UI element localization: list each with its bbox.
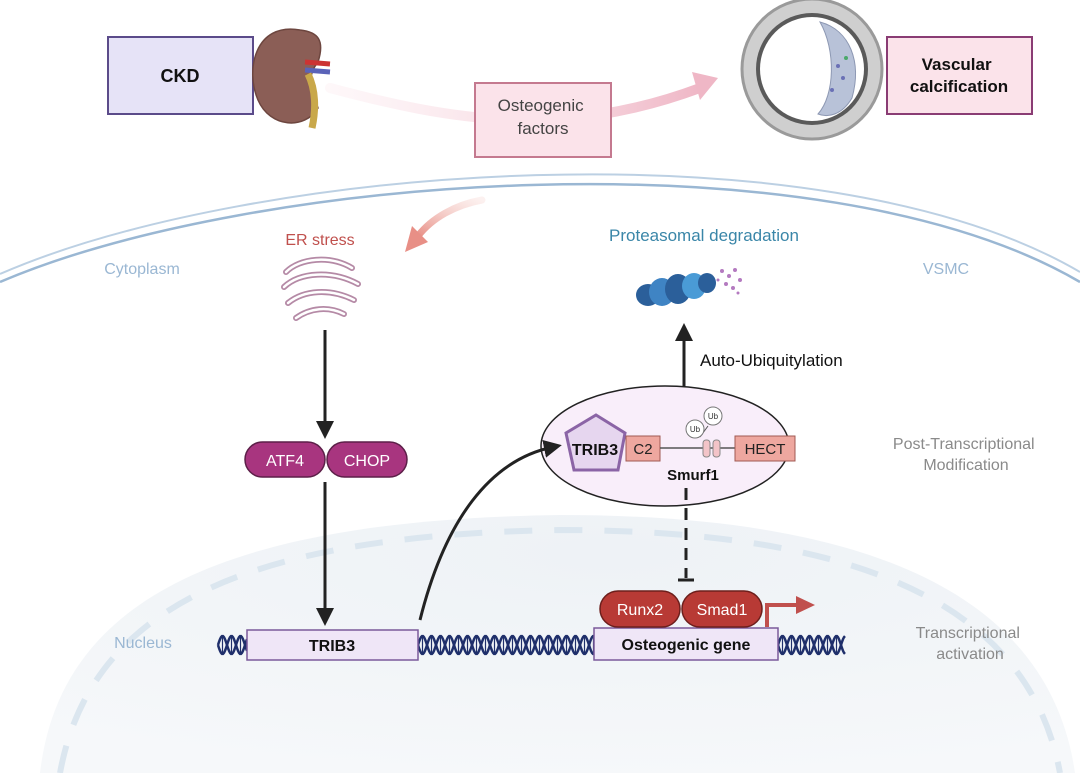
trib3-gene: TRIB3 — [246, 629, 419, 661]
ubiquitin-1: Ub — [685, 419, 705, 439]
c2-label: C2 — [633, 441, 652, 458]
atf4-label: ATF4 — [266, 453, 304, 470]
post-transcriptional-line2: Modification — [923, 457, 1008, 474]
ww-domain-2 — [712, 439, 721, 458]
vsmc-label: VSMC — [923, 261, 969, 278]
osteogenic-gene-label: Osteogenic gene — [622, 637, 751, 654]
vascular-label-line2: calcification — [910, 77, 1008, 96]
hect-label: HECT — [745, 441, 786, 458]
proteasomal-degradation-label: Proteasomal degradation — [609, 226, 799, 245]
trib3-translation-arrow — [418, 440, 562, 621]
er-stress-arrow — [414, 196, 486, 240]
er-stress-label: ER stress — [285, 232, 354, 249]
transcriptional-line2: activation — [936, 646, 1004, 663]
ckd-box: CKD — [107, 36, 254, 115]
peptide-fragments-icon — [716, 268, 742, 295]
dna-backbone — [776, 634, 846, 656]
osteogenic-factors-box: Osteogenic factors — [474, 82, 612, 158]
hect-domain: HECT — [734, 435, 796, 462]
smad1-label: Smad1 — [697, 602, 748, 619]
trib3-protein-label: TRIB3 — [572, 442, 618, 459]
vascular-label-line1: Vascular — [922, 55, 992, 74]
dna-backbone — [216, 634, 249, 656]
smurf1-label: Smurf1 — [667, 467, 719, 484]
c2-domain: C2 — [625, 435, 661, 462]
dna-backbone — [216, 634, 249, 656]
transcriptional-line1: Transcriptional — [916, 625, 1020, 642]
dna-backbone — [776, 634, 846, 656]
kidney-icon — [252, 28, 331, 129]
atf4-protein: ATF4 — [244, 441, 326, 478]
cytoplasm-label: Cytoplasm — [104, 261, 180, 278]
post-transcriptional-line1: Post-Transcriptional — [893, 436, 1035, 453]
osteogenic-factors-line2: factors — [517, 119, 568, 138]
chop-protein: CHOP — [326, 441, 408, 478]
svg-text:Vascular calcification: Vascular calcification — [910, 55, 1008, 96]
runx2-protein: Runx2 — [599, 590, 681, 628]
dna-backbone — [416, 634, 594, 656]
smurf1-complex: TRIB3 C2 HECT Smurf1 Ub Ub — [540, 385, 796, 507]
dna-backbone — [416, 634, 594, 656]
ubiquitin-2: Ub — [703, 406, 723, 426]
arrowhead-salmon — [405, 226, 428, 252]
smad1-protein: Smad1 — [681, 590, 763, 628]
transcriptional-activation-label: Transcriptional activation — [916, 625, 1025, 663]
transcription-start-icon — [765, 596, 815, 627]
osteogenic-gene: Osteogenic gene — [593, 627, 779, 661]
chop-label: CHOP — [344, 453, 390, 470]
ckd-label: CKD — [161, 66, 200, 86]
cell-membrane — [0, 173, 1080, 284]
nucleus-label: Nucleus — [114, 635, 172, 652]
vascular-calcification-box: Vascular calcification — [886, 36, 1033, 115]
arrowhead-pink — [692, 72, 718, 100]
runx2-label: Runx2 — [617, 602, 663, 619]
trib3-gene-label: TRIB3 — [309, 638, 355, 655]
svg-text:Osteogenic factors: Osteogenic factors — [498, 96, 589, 138]
ub1-label: Ub — [690, 425, 701, 434]
post-transcriptional-label: Post-Transcriptional Modification — [893, 436, 1039, 474]
proteasome-icon — [636, 273, 716, 306]
dna-strand — [216, 634, 846, 656]
ww-domain-1 — [702, 439, 711, 458]
osteogenic-factors-line1: Osteogenic — [498, 96, 584, 115]
artery-cross-section-icon — [740, 0, 884, 141]
ub2-label: Ub — [708, 412, 719, 421]
trib3-protein: TRIB3 — [564, 413, 627, 472]
auto-ubiquitylation-label: Auto-Ubiquitylation — [700, 351, 843, 370]
